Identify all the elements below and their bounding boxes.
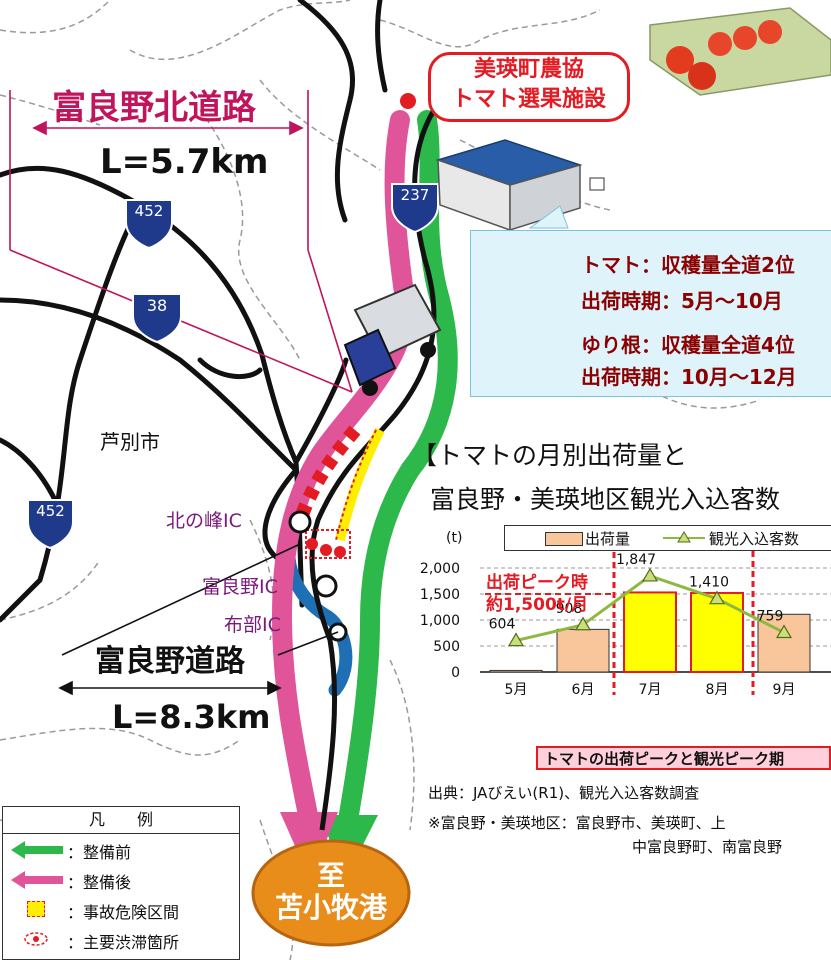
facility-marker <box>398 91 418 111</box>
destination-oval <box>251 839 411 947</box>
visitor-point <box>641 567 659 582</box>
legend-line-swatch <box>663 531 705 543</box>
bar <box>556 628 610 673</box>
route-after-line <box>271 110 416 825</box>
peak-annotation-line2: 約1,500t/月 <box>486 595 589 615</box>
visitor-point <box>507 632 525 647</box>
ic-label-nunobe: 布部IC <box>224 614 281 636</box>
dimension-lines-south <box>58 544 339 696</box>
route-shield-237 <box>391 183 439 234</box>
crop-info-box: トマト：収穫量全道2位 出荷時期：5月～10月 ゆり根：収穫量全道4位 出荷時期… <box>470 230 831 397</box>
point-label: 759 <box>757 609 784 625</box>
y-tick-label: 0 <box>451 665 460 681</box>
map-legend-label: ：整備後 <box>67 873 132 892</box>
point-label: 908 <box>556 601 583 617</box>
danger-section <box>335 427 385 542</box>
map-legend-item: ：整備前 <box>3 837 239 862</box>
peak-annotation: 出荷ピーク時 約1,500t/月 <box>486 572 588 616</box>
national-route-237 <box>309 108 437 831</box>
visitor-point <box>775 624 793 639</box>
facility-callout-line2: トマト選果施設 <box>451 87 606 112</box>
route-before-line <box>338 110 458 830</box>
tomato-season: 出荷時期：5月～10月 <box>581 289 783 313</box>
visitor-point <box>574 616 592 631</box>
point-label: 1,847 <box>616 552 656 568</box>
peak-highlight-box <box>612 550 755 695</box>
destination-line1: 至 <box>316 859 345 892</box>
legend-bar-swatch <box>545 532 583 546</box>
route-shield-label: 452 <box>134 202 164 220</box>
map-legend-title: 凡 例 <box>3 807 239 834</box>
peak-overlap-note: トマトの出荷ピークと観光ピーク期 <box>536 746 831 770</box>
congestion-spots <box>306 538 346 558</box>
infobox-pointer <box>528 205 569 229</box>
x-tick-label: 5月 <box>505 682 528 695</box>
destination-label: 至 苫小牧港 <box>263 860 399 924</box>
route-shield-label: 237 <box>400 186 430 204</box>
tomato-box-illustration <box>649 7 831 96</box>
danger-section-border <box>335 429 377 541</box>
y-tick-label: 1,000 <box>420 613 460 629</box>
chart-legend: 出荷量 観光入込客数 <box>504 525 831 551</box>
x-tick-label: 8月 <box>706 682 729 695</box>
route-shield-452-south <box>27 499 74 550</box>
lily-rank: ゆり根：収穫量全道4位 <box>581 333 795 357</box>
map-legend-item: ：事故危険区間 <box>3 897 239 922</box>
map-legend-item: ：整備後 <box>3 867 239 892</box>
route-shield-38 <box>132 293 182 344</box>
chart-title-line2: 富良野・美瑛地区観光入込客数 <box>430 485 781 514</box>
bar <box>623 591 677 673</box>
peak-annotation-line1: 出荷ピーク時 <box>486 573 588 593</box>
x-tick-label: 9月 <box>773 682 796 695</box>
map-legend-label: ：整備前 <box>67 843 132 862</box>
danger-section-icon <box>27 901 45 917</box>
road-south-name: 富良野道路 <box>95 644 245 679</box>
y-tick-label: 2,000 <box>420 561 460 577</box>
route-shield-452-north <box>125 199 173 250</box>
tomato-rank: トマト：収穫量全道2位 <box>581 253 795 277</box>
road-south-length: L=8.3km <box>112 698 271 736</box>
bar <box>489 669 543 673</box>
area-note-line2: 中富良野町、南富良野 <box>632 838 783 856</box>
chart-title-line1: 【トマトの月別出荷量と <box>412 441 688 470</box>
warehouse-illustration <box>435 139 605 232</box>
area-note-line1: ※富良野・美瑛地区：富良野市、美瑛町、上 <box>428 814 726 832</box>
dimension-lines <box>9 90 353 393</box>
ic-label-furano: 富良野IC <box>202 576 278 598</box>
interchange-markers <box>288 510 348 642</box>
truck-illustration <box>343 283 442 396</box>
map-legend: 凡 例 ：整備前 ：整備後 ：事故危険区間 ：主要渋滞箇所 <box>2 806 240 960</box>
route-shield-label: 452 <box>36 502 65 520</box>
congestion-zone <box>305 529 351 559</box>
facility-callout: 美瑛町農協 トマト選果施設 <box>428 52 630 122</box>
congestion-icon <box>24 932 48 946</box>
y-tick-label: 500 <box>433 639 460 655</box>
legend-line-label: 観光入込客数 <box>709 530 800 548</box>
point-label: 1,410 <box>689 575 729 591</box>
road-north-length: L=5.7km <box>100 142 269 182</box>
point-label: 604 <box>489 617 516 633</box>
route-shield-label: 38 <box>146 296 168 315</box>
new-road-section <box>293 425 361 523</box>
pink-arrow-icon <box>11 871 63 889</box>
legend-bar-label: 出荷量 <box>585 530 631 548</box>
x-tick-label: 6月 <box>572 682 595 695</box>
x-tick-label: 7月 <box>639 682 662 695</box>
chart-plot: 0 500 1,000 1,500 2,000 604 908 1,847 1,410 759 5月… <box>420 550 831 695</box>
chart-unit: (t) <box>446 530 463 546</box>
map-legend-item: ：主要渋滞箇所 <box>3 927 239 952</box>
destination-line2: 苫小牧港 <box>274 891 387 924</box>
city-label: 芦別市 <box>100 430 160 454</box>
green-arrow-icon <box>11 841 63 859</box>
visitor-point <box>708 590 726 605</box>
source-note: 出典：JAびえい(R1)、観光入込客数調査 <box>428 784 700 802</box>
ic-label-kitanomine: 北の峰IC <box>166 510 242 532</box>
map-legend-label: ：主要渋滞箇所 <box>67 933 180 952</box>
y-tick-label: 1,500 <box>420 587 460 603</box>
bar <box>690 591 744 673</box>
road-north-name: 富良野北道路 <box>52 88 256 128</box>
map-legend-label: ：事故危険区間 <box>67 903 180 922</box>
lily-season: 出荷時期：10月～12月 <box>581 365 797 389</box>
facility-callout-line1: 美瑛町農協 <box>473 57 584 82</box>
